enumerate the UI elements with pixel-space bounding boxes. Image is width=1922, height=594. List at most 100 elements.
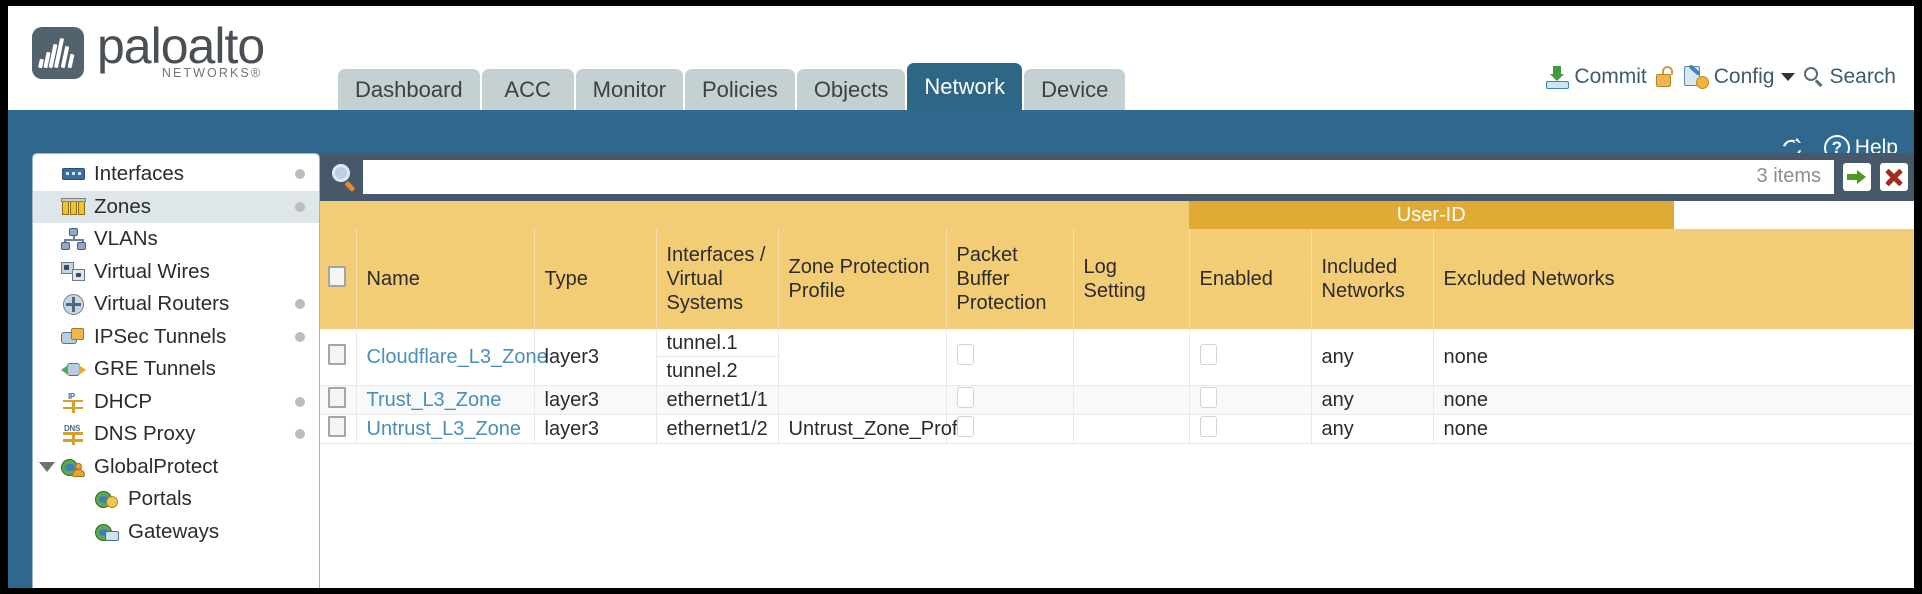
row-select-cell: [320, 329, 357, 386]
row-checkbox[interactable]: [328, 343, 346, 365]
cell-log-setting: [1073, 414, 1190, 444]
zones-table: User-ID Name Type Interfaces / Virtual S…: [320, 201, 1914, 504]
virtual-routers-icon: [61, 293, 86, 316]
sidebar-label: Portals: [128, 487, 192, 511]
status-dot: [295, 396, 305, 407]
cell-excluded-networks: none: [1433, 385, 1914, 415]
status-dot: [295, 201, 305, 212]
config-icon: [1683, 63, 1709, 89]
status-dot: [295, 331, 305, 342]
column-header-type[interactable]: Type: [534, 229, 657, 329]
cell-log-setting: [1073, 385, 1190, 415]
userid-enabled-checkbox[interactable]: [1199, 343, 1217, 365]
sidebar-label: DHCP: [94, 389, 153, 413]
select-all-checkbox[interactable]: [328, 265, 346, 287]
sidebar-label: Gateways: [128, 519, 220, 543]
column-header-interfaces[interactable]: Interfaces / Virtual Systems: [656, 229, 779, 329]
cell-name: Untrust_L3_Zone: [356, 414, 535, 444]
tab-policies[interactable]: Policies: [685, 69, 795, 110]
collapse-triangle-icon[interactable]: [39, 461, 55, 472]
sidebar-item-virtual-routers[interactable]: Virtual Routers: [33, 288, 319, 321]
sidebar-item-dhcp[interactable]: IP DHCP: [33, 386, 319, 419]
tab-objects[interactable]: Objects: [796, 69, 906, 110]
cell-type: layer3: [534, 414, 657, 444]
commit-button[interactable]: Commit: [1546, 65, 1647, 89]
packet-buffer-protection-checkbox[interactable]: [956, 415, 974, 437]
lock-button[interactable]: [1655, 66, 1675, 88]
sidebar-item-ipsec-tunnels[interactable]: IPSec Tunnels: [33, 321, 319, 354]
row-checkbox[interactable]: [328, 386, 346, 408]
table-empty-space: [320, 443, 1914, 504]
column-header-included-networks[interactable]: Included Networks: [1311, 229, 1434, 329]
table-header-row: Name Type Interfaces / Virtual Systems Z…: [320, 229, 1914, 329]
column-header-log-setting[interactable]: Log Setting: [1073, 229, 1190, 329]
column-header-zone-protection-profile[interactable]: Zone Protection Profile: [778, 229, 947, 329]
userid-enabled-checkbox[interactable]: [1199, 415, 1217, 437]
brand-tagline: NETWORKS®: [161, 66, 263, 80]
commit-icon: [1546, 65, 1570, 89]
row-select-cell: [320, 385, 357, 415]
sidebar-item-portals[interactable]: Portals: [33, 483, 319, 516]
table-row[interactable]: Untrust_L3_Zone layer3 ethernet1/2 Untru…: [320, 414, 1914, 444]
sidebar-item-gre-tunnels[interactable]: GRE Tunnels: [33, 353, 319, 386]
cell-included-networks: any: [1311, 329, 1434, 386]
tab-monitor[interactable]: Monitor: [575, 69, 683, 110]
column-header-enabled[interactable]: Enabled: [1189, 229, 1312, 329]
sidebar-label: Zones: [94, 194, 151, 218]
sidebar-item-interfaces[interactable]: Interfaces: [33, 158, 319, 191]
zone-name-link[interactable]: Trust_L3_Zone: [366, 388, 502, 411]
sidebar-item-virtual-wires[interactable]: Virtual Wires: [33, 256, 319, 289]
network-sidebar: Interfaces Zones: [32, 153, 320, 588]
search-button[interactable]: Search: [1804, 65, 1896, 89]
cell-userid-enabled: [1189, 385, 1312, 415]
clear-filter-icon[interactable]: [1880, 163, 1908, 191]
brand-logo[interactable]: paloalto NETWORKS®: [32, 19, 265, 88]
apply-filter-icon[interactable]: [1843, 163, 1871, 191]
userid-enabled-checkbox[interactable]: [1199, 386, 1217, 408]
zone-name-link[interactable]: Cloudflare_L3_Zone: [366, 345, 548, 368]
zone-name-link[interactable]: Untrust_L3_Zone: [366, 417, 522, 440]
tab-dashboard[interactable]: Dashboard: [338, 69, 480, 110]
brand-text: paloalto NETWORKS®: [97, 19, 265, 80]
search-input[interactable]: [363, 160, 1834, 194]
interface-entry: tunnel.1: [656, 329, 778, 357]
row-checkbox[interactable]: [328, 415, 346, 437]
interface-entry: tunnel.2: [666, 360, 738, 382]
column-header-packet-buffer-protection[interactable]: Packet Buffer Protection: [946, 229, 1074, 329]
config-label: Config: [1713, 65, 1775, 88]
search-icon: [1804, 67, 1824, 87]
sidebar-item-zones[interactable]: Zones: [33, 190, 319, 223]
tab-network[interactable]: Network: [907, 63, 1023, 110]
table-row[interactable]: Trust_L3_Zone layer3 ethernet1/1 any: [320, 385, 1914, 415]
cell-type: layer3: [534, 329, 657, 386]
sidebar-label: VLANs: [94, 227, 158, 251]
config-menu[interactable]: Config: [1683, 63, 1796, 89]
tab-acc[interactable]: ACC: [481, 69, 574, 110]
column-header-name[interactable]: Name: [356, 229, 535, 329]
cell-interfaces: ethernet1/2: [656, 414, 779, 444]
header-actions: Commit Config Search: [1546, 57, 1896, 97]
cell-interfaces: tunnel.1 tunnel.2: [656, 329, 779, 386]
search-icon[interactable]: [330, 163, 358, 193]
zones-icon: [61, 196, 86, 218]
sidebar-item-globalprotect[interactable]: GlobalProtect: [33, 451, 319, 484]
cell-excluded-networks: none: [1433, 414, 1914, 444]
main-blue-band: ? Help Interfaces Z: [8, 110, 1914, 588]
column-header-excluded-networks[interactable]: Excluded Networks: [1433, 229, 1914, 329]
sidebar-item-gateways[interactable]: Gateways: [33, 516, 319, 549]
tab-device[interactable]: Device: [1024, 69, 1126, 110]
sidebar-label: Virtual Wires: [94, 259, 210, 283]
cell-included-networks: any: [1311, 385, 1434, 415]
packet-buffer-protection-checkbox[interactable]: [956, 343, 974, 365]
status-dot: [295, 169, 305, 180]
dhcp-icon: IP: [61, 391, 86, 413]
sidebar-label: IPSec Tunnels: [94, 324, 227, 348]
sidebar-item-dns-proxy[interactable]: DNS DNS Proxy: [33, 418, 319, 451]
cell-packet-buffer-protection: [946, 385, 1074, 415]
packet-buffer-protection-checkbox[interactable]: [956, 386, 974, 408]
cell-userid-enabled: [1189, 329, 1312, 386]
cell-included-networks: any: [1311, 414, 1434, 444]
cell-name: Trust_L3_Zone: [356, 385, 535, 415]
sidebar-item-vlans[interactable]: VLANs: [33, 223, 319, 256]
gateways-icon: [95, 521, 120, 543]
